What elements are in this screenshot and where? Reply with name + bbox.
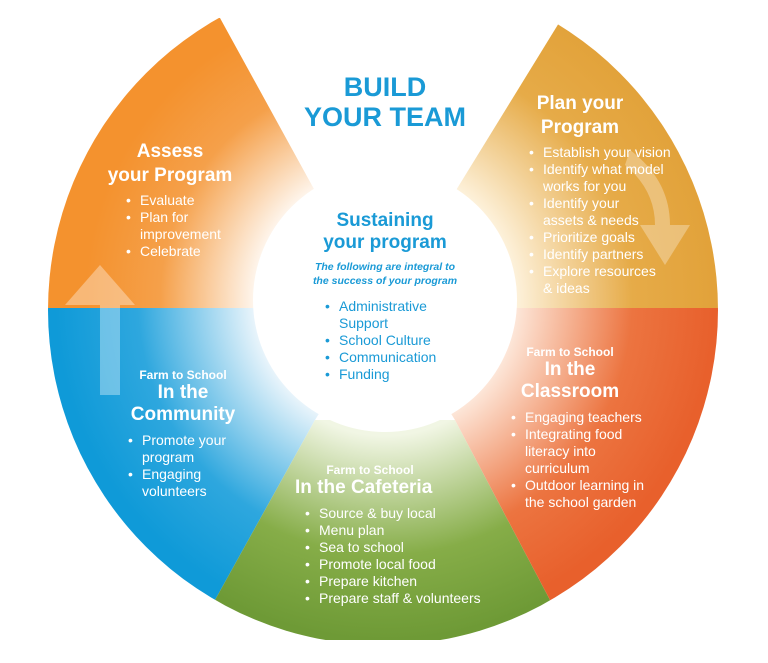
plan-item: Identify your assets & needs xyxy=(527,195,643,229)
cafeteria-item: Menu plan xyxy=(303,522,503,539)
assess-item: Plan for improvement xyxy=(124,209,234,243)
center-item: Communication xyxy=(323,349,453,366)
classroom-heading: Classroom xyxy=(520,381,620,402)
center-subtitle: the success of your program xyxy=(312,275,458,287)
plan-item: Identify what model works for you xyxy=(527,161,677,195)
assess-heading: your Program xyxy=(107,165,233,186)
cafeteria-item: Prepare kitchen xyxy=(303,573,503,590)
plan-heading: Program xyxy=(540,117,620,138)
classroom-item: Outdoor learning in the school garden xyxy=(509,477,645,511)
build-your-team-title: BUILD YOUR TEAM xyxy=(290,72,480,132)
center-item: Funding xyxy=(323,366,453,383)
community-heading: In the xyxy=(157,382,209,403)
cafeteria-item: Promote local food xyxy=(303,556,503,573)
assess-item: Evaluate xyxy=(124,192,234,209)
center-heading: your program xyxy=(323,232,447,253)
community-item: Engaging volunteers xyxy=(126,466,236,500)
plan-item: Establish your vision xyxy=(527,144,677,161)
cafeteria-kicker: Farm to School xyxy=(326,463,414,477)
title-line: BUILD xyxy=(343,72,427,102)
center-item: School Culture xyxy=(323,332,453,349)
cafeteria-item: Prepare staff & volunteers xyxy=(303,590,503,607)
classroom-item: Engaging teachers xyxy=(509,409,649,426)
community-heading: Community xyxy=(130,404,236,425)
classroom-heading: In the xyxy=(544,359,596,380)
cafeteria-heading: In the Cafeteria xyxy=(295,477,433,498)
community-item: Promote your program xyxy=(126,432,236,466)
cafeteria-item: Sea to school xyxy=(303,539,503,556)
cafeteria-item: Source & buy local xyxy=(303,505,503,522)
assess-heading: Assess xyxy=(136,141,204,162)
plan-heading: Plan your xyxy=(536,93,624,114)
center-item: Administrative Support xyxy=(323,298,453,332)
assess-item: Celebrate xyxy=(124,243,234,260)
plan-item: Identify partners xyxy=(527,246,677,263)
cycle-arrow-icon xyxy=(65,265,135,395)
assess-section: Assess your Program Evaluate Plan for imp… xyxy=(90,140,250,260)
plan-item: Prioritize goals xyxy=(527,229,677,246)
center-subtitle: The following are integral to xyxy=(314,261,455,273)
classroom-item: Integrating food literacy into curriculu… xyxy=(509,426,640,477)
classroom-kicker: Farm to School xyxy=(526,345,614,359)
cafeteria-section: Farm to School In the Cafeteria Source &… xyxy=(295,463,505,607)
community-kicker: Farm to School xyxy=(139,368,227,382)
center-heading: Sustaining xyxy=(336,210,434,231)
plan-item: Explore resources & ideas xyxy=(527,263,663,297)
title-line: YOUR TEAM xyxy=(304,102,466,132)
